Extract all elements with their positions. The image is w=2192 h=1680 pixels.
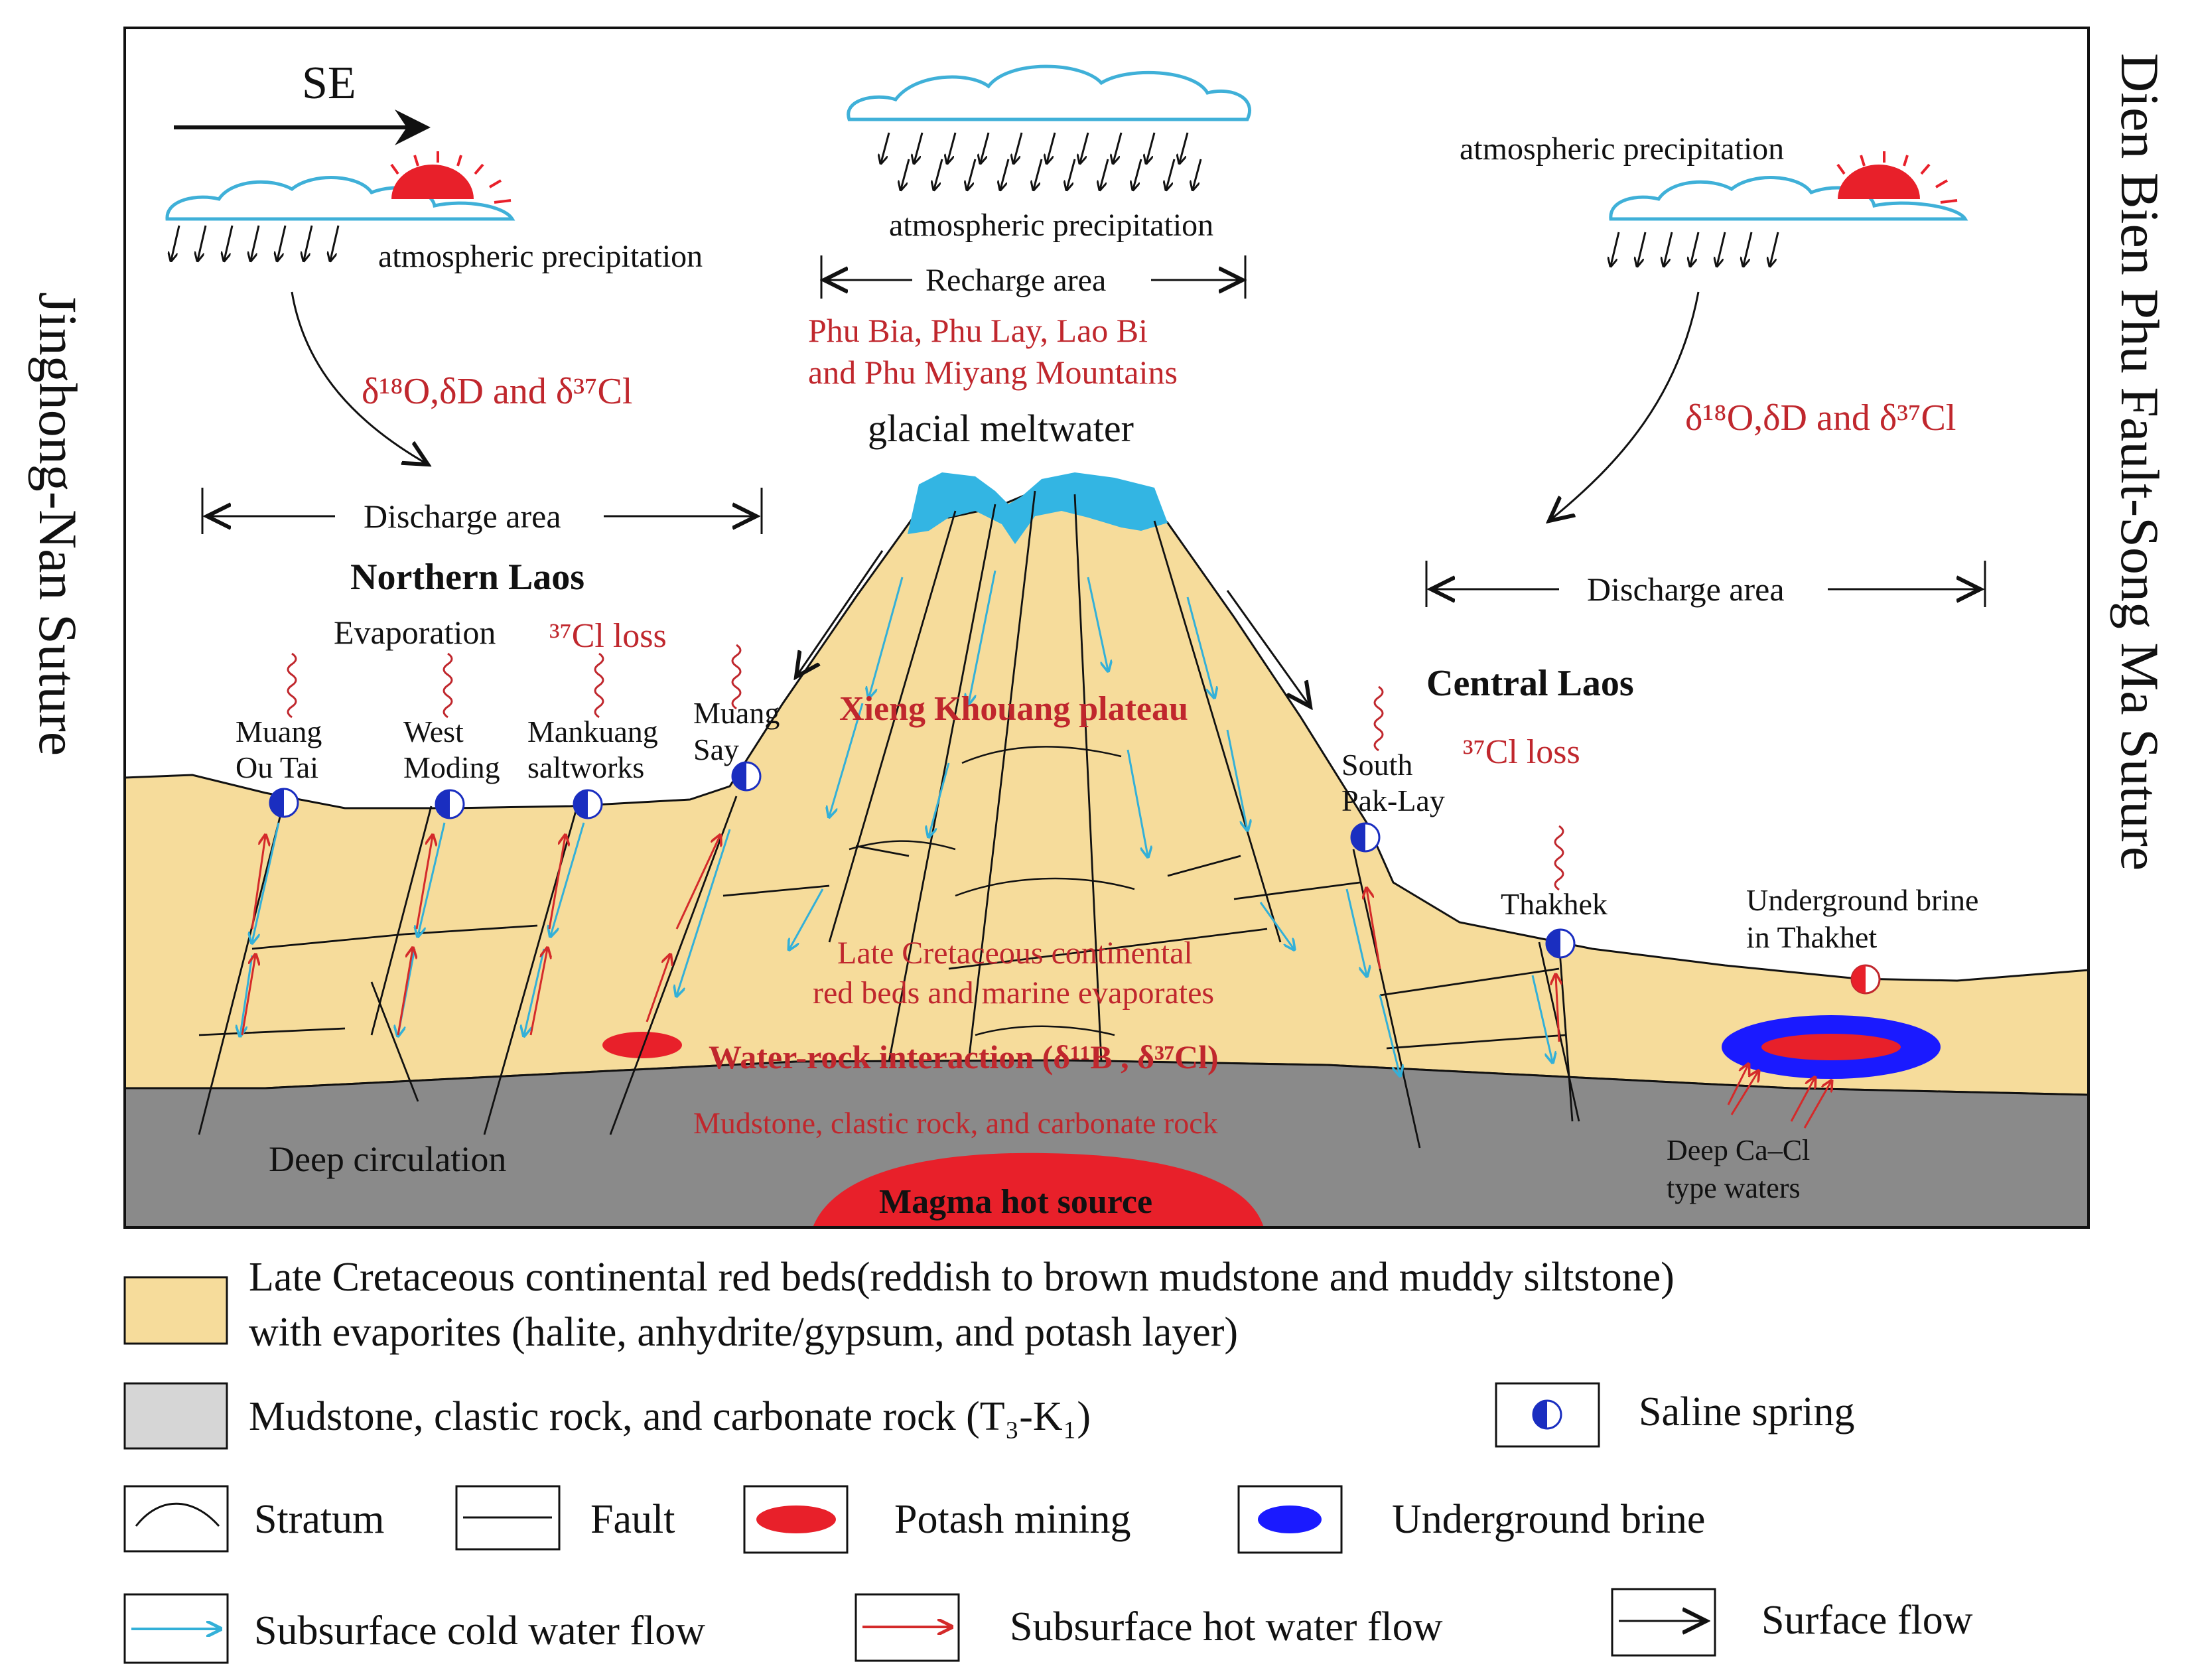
deep-circulation-label: Deep circulation	[269, 1139, 506, 1179]
brine-label-thakhet-2: in Thakhet	[1746, 920, 1877, 954]
cl-loss-central-label: ³⁷Cl loss	[1463, 733, 1580, 771]
panel-border	[123, 27, 2090, 1229]
legend-red-beds-1: Late Cretaceous continental red beds(red…	[249, 1255, 1675, 1300]
evaporation-squiggles	[287, 644, 1564, 891]
cold-water-flows	[240, 570, 1552, 1075]
discharge-bracket-left	[201, 488, 763, 534]
late-cretaceous-label-2: red beds and marine evaporates	[813, 975, 1214, 1011]
precip-label-center: atmospheric precipitation	[889, 208, 1213, 243]
legend-hot-flow: Subsurface hot water flow	[1010, 1604, 1443, 1649]
recharge-area-bracket	[821, 255, 1245, 299]
brine-well-thakhet	[1850, 964, 1881, 995]
northern-laos-label: Northern Laos	[350, 557, 584, 598]
basement-layer	[125, 1059, 2089, 1227]
spring-label-muang-say-1: Muang	[693, 696, 780, 730]
spring-label-thakhek: Thakhek	[1501, 887, 1608, 921]
precip-label-left: atmospheric precipitation	[378, 239, 703, 274]
brine-label-thakhet-1: Underground brine	[1746, 883, 1978, 917]
saline-spring-south-pak-lay	[1350, 822, 1381, 853]
saline-spring-thakhek	[1545, 928, 1576, 959]
cross-section-panel	[123, 27, 2090, 1229]
spring-label-muang-say-2: Say	[693, 733, 739, 766]
isotope-label-left: δ¹⁸O,δD and δ³⁷Cl	[362, 371, 632, 412]
infiltration-arrow-right	[1549, 291, 1700, 521]
legend-box-saline-spring	[1495, 1382, 1600, 1448]
legend-saline-spring-icon	[1532, 1399, 1562, 1430]
legend-brine-icon	[1258, 1505, 1322, 1533]
legend-fault: Fault	[590, 1497, 675, 1542]
legend-swatch-mudstone	[123, 1382, 228, 1450]
fault-lines	[198, 490, 1580, 1149]
spring-label-south-pak-lay-1: South	[1341, 748, 1412, 782]
hot-water-flows	[241, 836, 1831, 1129]
direction-label: SE	[302, 58, 356, 109]
underground-brine-inner	[1761, 1034, 1901, 1060]
discharge-label-left: Discharge area	[364, 498, 561, 535]
spring-label-west-moding-1: West	[403, 715, 464, 748]
saline-spring-mankuang	[573, 789, 603, 819]
recharge-area-label: Recharge area	[925, 263, 1106, 298]
potash-mining-site	[602, 1032, 682, 1058]
suture-label-right: Dien Bien Phu Fault-Song Ma Suture	[2110, 53, 2170, 871]
deep-waters-label-2: type waters	[1667, 1172, 1801, 1204]
central-laos-label: Central Laos	[1426, 663, 1634, 704]
legend-saline-spring: Saline spring	[1639, 1389, 1854, 1435]
deep-waters-label-1: Deep Ca–Cl	[1667, 1134, 1810, 1166]
mudstone-subsurface-label: Mudstone, clastic rock, and carbonate ro…	[693, 1106, 1218, 1140]
right-cloud	[1611, 151, 1968, 265]
legend-cold-flow: Subsurface cold water flow	[254, 1608, 705, 1653]
mountains-label-1: Phu Bia, Phu Lay, Lao Bi	[808, 312, 1148, 349]
legend-surface-flow: Surface flow	[1761, 1598, 1973, 1643]
left-cloud	[165, 151, 515, 260]
spring-label-mankuang-1: Mankuang	[527, 715, 658, 748]
legend-red-beds-2: with evaporites (halite, anhydrite/gypsu…	[249, 1310, 1238, 1355]
legend-stratum: Stratum	[254, 1497, 384, 1542]
legend-stratum-icon	[135, 1502, 220, 1527]
saline-spring-west-moding	[435, 789, 465, 819]
legend-swatch-red-beds	[123, 1276, 228, 1345]
spring-label-west-moding-2: Moding	[403, 750, 500, 784]
legend-box-surface-flow	[1611, 1588, 1716, 1657]
infiltration-arrow-left	[291, 291, 428, 464]
suture-label-left: Jinghong-Nan Suture	[28, 292, 88, 756]
water-rock-interaction-label: Water-rock interaction (δ¹¹B , δ³⁷Cl)	[709, 1038, 1219, 1076]
evaporation-label: Evaporation	[334, 614, 496, 651]
legend: Late Cretaceous continental red beds(red…	[123, 1255, 1973, 1664]
glacial-meltwater-label: glacial meltwater	[868, 407, 1134, 450]
spring-label-muang-ou-tai-1: Muang	[236, 715, 322, 748]
magma-hot-source	[813, 1153, 1264, 1227]
mountains-label-2: and Phu Miyang Mountains	[808, 354, 1178, 391]
spring-label-muang-ou-tai-2: Ou Tai	[236, 750, 318, 784]
late-cretaceous-label-1: Late Cretaceous continental	[837, 936, 1193, 971]
isotope-label-right: δ¹⁸O,δD and δ³⁷Cl	[1685, 397, 1956, 439]
legend-mudstone: Mudstone, clastic rock, and carbonate ro…	[249, 1394, 1091, 1439]
saline-spring-muang-ou-tai	[269, 788, 299, 818]
legend-potash: Potash mining	[894, 1497, 1131, 1542]
center-cloud	[847, 64, 1251, 189]
plateau-label: Xieng Khouang plateau	[839, 690, 1188, 728]
precip-label-right: atmospheric precipitation	[1460, 131, 1784, 167]
glacier-cap	[908, 472, 1168, 544]
spring-label-mankuang-2: saltworks	[527, 750, 644, 784]
legend-potash-icon	[756, 1505, 836, 1533]
saline-spring-muang-say	[731, 761, 762, 792]
magma-label: Magma hot source	[879, 1183, 1152, 1221]
surface-flow-arrow-left	[796, 550, 884, 677]
legend-brine: Underground brine	[1392, 1497, 1705, 1542]
surface-flow-arrow-right	[1226, 590, 1310, 707]
spring-label-south-pak-lay-2: Pak-Lay	[1341, 784, 1445, 817]
discharge-bracket-right	[1425, 561, 1986, 607]
discharge-label-right: Discharge area	[1587, 571, 1785, 608]
cl-loss-north-label: ³⁷Cl loss	[549, 617, 667, 655]
